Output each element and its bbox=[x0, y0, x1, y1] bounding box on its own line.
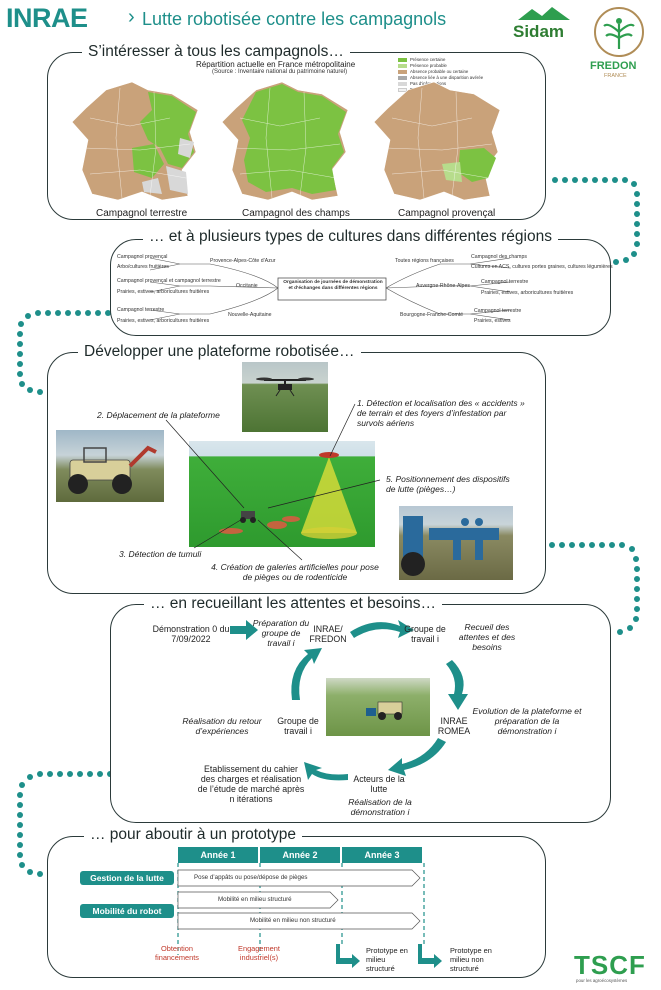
fredon-logo: FREDON FRANCE bbox=[588, 4, 652, 80]
mindmap-crops: Arbo/cultures fruitières bbox=[117, 264, 169, 270]
section5-title: … pour aboutir à un prototype bbox=[84, 826, 302, 844]
step-4-label: 4. Création de galeries artificielles po… bbox=[211, 562, 379, 582]
mindmap-species: Campagnol terrestre bbox=[117, 307, 165, 313]
mindmap-region: Toutes régions françaises bbox=[395, 258, 454, 264]
map-title: Répartition actuelle en France métropoli… bbox=[196, 60, 356, 69]
legend-item: Présence certaine bbox=[398, 57, 483, 63]
connector-4 bbox=[17, 771, 113, 877]
connector-3 bbox=[549, 542, 640, 635]
task-milieu-non-structure: Mobilité en milieu non structuré bbox=[250, 917, 336, 924]
cycle-arrows bbox=[230, 620, 468, 781]
mindmap-species: Campagnol terrestre bbox=[474, 308, 522, 314]
task-appats: Pose d’appâts ou pose/dépose de pièges bbox=[194, 874, 308, 881]
year-2: Année 2 bbox=[260, 847, 340, 863]
chevron-right-icon: › bbox=[128, 6, 135, 28]
evolution-text: Evolution de la plateforme et préparatio… bbox=[472, 706, 582, 736]
demo-0: Démonstration 0 du 7/09/2022 bbox=[152, 624, 230, 644]
map-campagnol-des-champs bbox=[221, 81, 349, 201]
mindmap-center: Organisation de journées de démonstratio… bbox=[283, 280, 383, 291]
section2-title: … et à plusieurs types de cultures dans … bbox=[143, 228, 558, 246]
mindmap-region: Bourgogne-Franche-Comté bbox=[400, 312, 464, 318]
section1-title: S’intéresser à tous les campagnols… bbox=[82, 43, 350, 61]
map-source: (Source : Inventaire national du patrimo… bbox=[212, 69, 348, 75]
section4-title: … en recueillant les attentes et besoins… bbox=[144, 595, 443, 613]
page-title: Lutte robotisée contre les campagnols bbox=[142, 9, 447, 29]
mindmap-species: Campagnol terrestre bbox=[481, 279, 529, 285]
tscf-text: TSCF bbox=[574, 950, 646, 980]
groupe-travail-top: Groupe de travail i bbox=[404, 624, 446, 644]
inrae-fredon-node: INRAE/ FREDON bbox=[309, 624, 347, 644]
realisation-demo-text: Réalisation de la démonstration i bbox=[348, 797, 412, 817]
milestone-engagement: Engagement industriel(s) bbox=[238, 944, 280, 962]
groupe-travail-left: Groupe de travail i bbox=[277, 716, 319, 736]
acteurs-node: Acteurs de la lutte bbox=[353, 774, 405, 794]
connector-1 bbox=[552, 177, 640, 265]
map-caption: Campagnol des champs bbox=[242, 208, 350, 219]
tscf-subtext: pour les agroécosystèmes bbox=[576, 978, 628, 983]
tractor-photo bbox=[399, 506, 513, 580]
step-1-label: 1. Détection et localisation des « accid… bbox=[357, 398, 525, 428]
step-5-label: 5. Positionnement des dispositifs de lut… bbox=[386, 474, 510, 494]
mindmap-crops: Prairies, estives, arboricultures fruiti… bbox=[117, 289, 210, 295]
sidam-logo: Sidam bbox=[510, 4, 580, 44]
prototype-non-structure: Prototype en milieu non structuré bbox=[450, 946, 492, 973]
mindmap-species: Campagnol provençal bbox=[117, 254, 168, 260]
step-2-label: 2. Déplacement de la plateforme bbox=[97, 410, 220, 420]
step-3-label: 3. Détection de tumuli bbox=[119, 549, 202, 559]
mindmap-species: Campagnol des champs bbox=[471, 254, 527, 260]
mindmap-crops: Prairies, estives bbox=[474, 318, 511, 324]
sidam-text: Sidam bbox=[513, 22, 564, 41]
retour-text: Réalisation du retour d’expériences bbox=[182, 716, 262, 736]
mindmap-crops: Prairies, estives, arboricultures fruiti… bbox=[481, 290, 574, 296]
row-mobilite-robot: Mobilité du robot bbox=[80, 904, 174, 918]
mindmap-region: Occitanie bbox=[236, 283, 258, 289]
map-caption: Campagnol terrestre bbox=[96, 208, 188, 219]
map-campagnol-provencal bbox=[373, 81, 501, 201]
map-caption: Campagnol provençal bbox=[398, 208, 496, 219]
robot-photo bbox=[56, 430, 164, 502]
preparation-text: Préparation du groupe de travail i bbox=[252, 618, 310, 648]
milestone-financements: Obtention financements bbox=[155, 944, 199, 962]
mindmap-region: Nouvelle-Aquitaine bbox=[228, 312, 272, 318]
section3-title: Développer une plateforme robotisée… bbox=[78, 343, 361, 361]
row-gestion-lutte: Gestion de la lutte bbox=[80, 871, 174, 885]
mindmap-crops: Prairies, estives, arboricultures fruiti… bbox=[117, 318, 210, 324]
year-1: Année 1 bbox=[178, 847, 258, 863]
year-3: Année 3 bbox=[342, 847, 422, 863]
mindmap-region: Provence-Alpes-Côte d’Azur bbox=[210, 258, 276, 264]
prototype-structure: Prototype en milieu structuré bbox=[366, 946, 408, 973]
mindmap-species: Campagnol provençal et campagnol terrest… bbox=[117, 278, 221, 284]
field-robot-photo bbox=[326, 678, 430, 736]
fredon-subtext: FRANCE bbox=[604, 73, 627, 79]
inrae-romea-node: INRAE ROMEA bbox=[437, 716, 471, 736]
legend-item: Pas d’informations bbox=[398, 81, 483, 87]
tscf-logo: TSCF pour les agroécosystèmes bbox=[574, 950, 654, 986]
inrae-logo: INRAE bbox=[6, 3, 88, 33]
mindmap-lines bbox=[149, 257, 511, 321]
legend-item: Absence liée à une disparition avérée bbox=[398, 75, 483, 81]
connector-2 bbox=[17, 310, 111, 395]
map-campagnol-terrestre bbox=[71, 81, 199, 201]
mindmap-region: Auvergne-Rhône-Alpes bbox=[416, 283, 470, 289]
fredon-text: FREDON bbox=[590, 60, 637, 72]
recueil-text: Recueil des attentes et des besoins bbox=[458, 622, 516, 652]
drone-photo bbox=[242, 362, 328, 432]
task-milieu-structure: Mobilité en milieu structuré bbox=[218, 896, 292, 903]
legend-item: Présence probable bbox=[398, 63, 483, 69]
legend-item: Absence probable ou certaine bbox=[398, 69, 483, 75]
cahier-text: Etablissement du cahier des charges et r… bbox=[197, 764, 305, 804]
mindmap-crops: Cultures en ACS, cultures portes graines… bbox=[471, 264, 613, 270]
